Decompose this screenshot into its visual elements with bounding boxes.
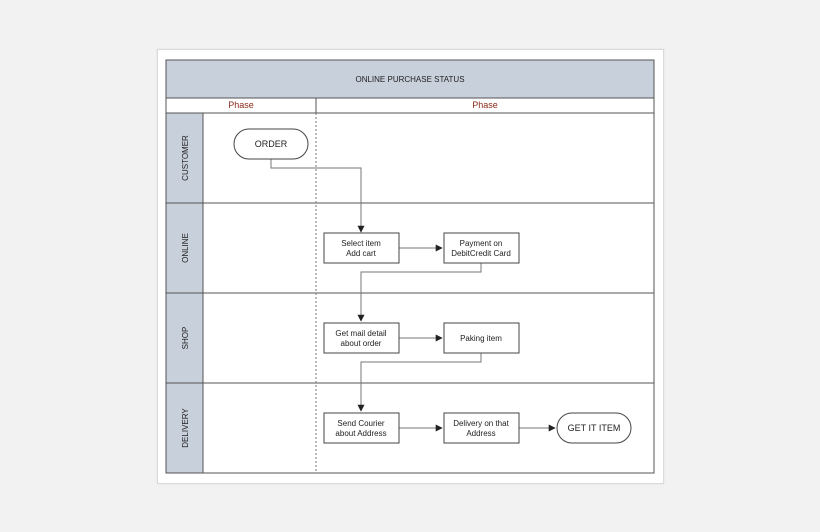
phase-label-2: Phase (472, 100, 498, 110)
node-get-it-item (556, 412, 632, 444)
lane-header-shop (165, 292, 204, 384)
node-order-label: ORDER (255, 139, 288, 149)
node-send-courier (323, 412, 400, 444)
node-order (233, 128, 309, 160)
lane-label-online: ONLINE (181, 233, 190, 263)
node-delivery-on-line1: Delivery on that (453, 419, 509, 428)
node-get-it-item-label: GET IT ITEM (568, 423, 621, 433)
node-paking-line1: Paking item (460, 334, 502, 343)
lane-label-shop: SHOP (181, 327, 190, 350)
node-payment-line1: Payment on (460, 239, 503, 248)
node-select-item-line2: Add cart (346, 249, 377, 258)
diagram-title: ONLINE PURCHASE STATUS (355, 75, 464, 84)
lane-header-online (165, 202, 204, 294)
node-paking (443, 322, 520, 354)
edge-order-select (270, 159, 365, 233)
lane-customer (165, 112, 655, 204)
node-payment-line2: DebitCredit Card (451, 249, 511, 258)
node-mail-detail (323, 322, 400, 354)
node-select-item-line1: Select item (341, 239, 381, 248)
node-send-courier-line1: Send Courier (337, 419, 384, 428)
node-delivery-on (443, 412, 520, 444)
lane-label-customer: CUSTOMER (181, 135, 190, 181)
node-mail-detail-line1: Get mail detail (335, 329, 386, 338)
edge-paking-courier (357, 353, 482, 412)
lane-header-customer (165, 112, 204, 204)
node-send-courier-line2: about Address (335, 429, 386, 438)
node-payment (443, 232, 520, 264)
edge-payment-mail (357, 263, 482, 322)
title-bar (165, 59, 655, 99)
phase-label-1: Phase (228, 100, 254, 110)
node-select-item (323, 232, 400, 264)
lane-header-delivery (165, 382, 204, 474)
node-delivery-on-line2: Address (466, 429, 495, 438)
lane-label-delivery: DELIVERY (181, 408, 190, 448)
node-mail-detail-line2: about order (341, 339, 382, 348)
